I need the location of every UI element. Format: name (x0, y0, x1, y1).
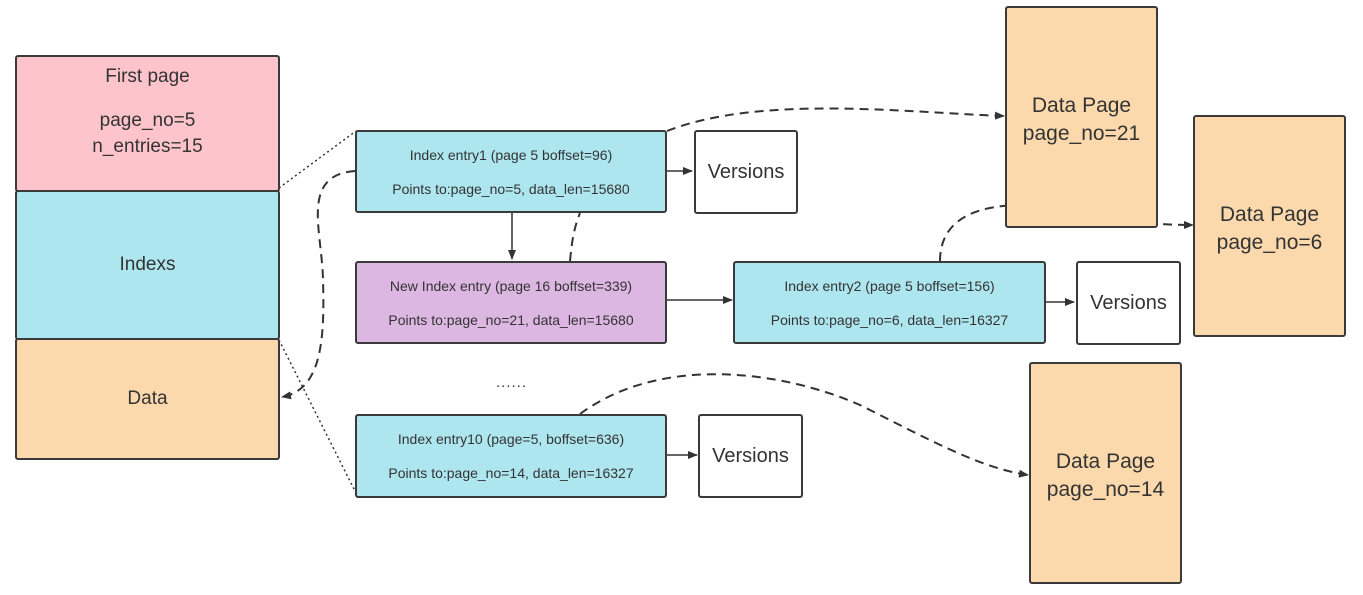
data-page-14: Data Page page_no=14 (1029, 362, 1182, 584)
versions-label-1: Versions (707, 160, 785, 183)
first-page-block: First page page_no=5 n_entries=15 (15, 55, 280, 192)
versions-box-2: Versions (1076, 261, 1181, 345)
data-page-21-title: Data Page (1031, 94, 1132, 117)
versions-box-1: Versions (694, 130, 798, 214)
data-page-6: Data Page page_no=6 (1193, 115, 1346, 337)
first-page-title: First page (105, 66, 190, 87)
data-label: Data (127, 388, 168, 409)
indexs-block: Indexs (15, 190, 280, 340)
dotted-link-bottom (278, 339, 357, 494)
data-block: Data (15, 338, 280, 460)
new-index-entry: New Index entry (page 16 boffset=339) Po… (355, 261, 667, 344)
ellipsis: ...... (496, 374, 528, 391)
dotted-link-top (278, 130, 357, 189)
versions-label-2: Versions (1090, 291, 1167, 314)
versions-label-10: Versions (712, 444, 789, 467)
data-page-6-title: Data Page (1219, 203, 1320, 226)
index-entry2-points-to: Points to:page_no=6, data_len=16327 (770, 311, 1009, 328)
data-page-21-page-no: page_no=21 (1022, 122, 1141, 145)
index-entry2-title: Index entry2 (page 5 boffset=156) (784, 277, 995, 294)
data-page-14-title: Data Page (1055, 450, 1156, 473)
index-entry1-title: Index entry1 (page 5 boffset=96) (409, 146, 613, 163)
index-entry10-points-to: Points to:page_no=14, data_len=16327 (388, 465, 634, 481)
new-index-entry-points-to: Points to:page_no=21, data_len=15680 (388, 311, 634, 328)
data-page-6-page-no: page_no=6 (1216, 231, 1323, 254)
indexs-label: Indexs (119, 254, 176, 275)
first-page-n-entries: n_entries=15 (92, 136, 203, 157)
dashed-new-entry-up (569, 212, 581, 262)
index-entry2: Index entry2 (page 5 boffset=156) Points… (733, 261, 1046, 344)
index-entry10-title: Index entry10 (page=5, boffset=636) (397, 431, 625, 447)
data-page-14-page-no: page_no=14 (1046, 478, 1165, 501)
index-entry1-points-to: Points to:page_no=5, data_len=15680 (392, 180, 630, 197)
new-index-entry-title: New Index entry (page 16 boffset=339) (389, 277, 633, 294)
versions-box-10: Versions (698, 414, 803, 498)
first-page-page-no: page_no=5 (99, 110, 196, 131)
dashed-entry1-data (281, 170, 356, 400)
data-page-21: Data Page page_no=21 (1005, 6, 1158, 228)
index-entry1: Index entry1 (page 5 boffset=96) Points … (355, 130, 667, 213)
dashed-entry1-datapage21 (666, 107, 1005, 132)
index-entry10: Index entry10 (page=5, boffset=636) Poin… (355, 414, 667, 498)
